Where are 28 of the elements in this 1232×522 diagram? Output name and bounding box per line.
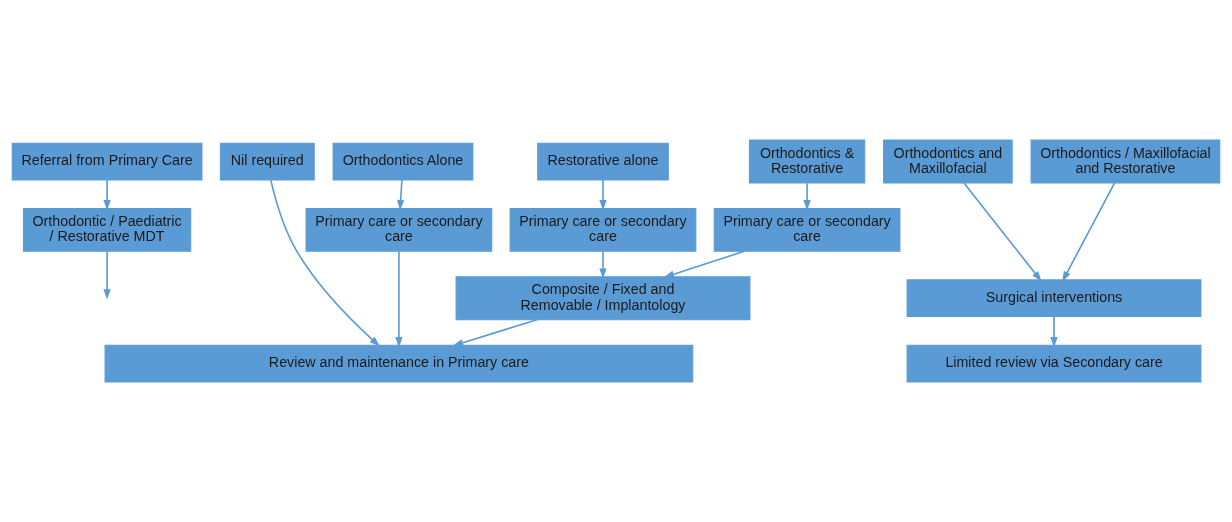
arrow (270, 179, 380, 347)
node-box: Orthodontics Alone (332, 142, 474, 181)
arrow (103, 250, 111, 300)
node-box: Primary care or secondary care (305, 207, 493, 252)
arrow (963, 182, 1042, 282)
node-box: Orthodontics & Restorative (748, 139, 866, 184)
arrow (1050, 316, 1058, 348)
node-box: Orthodontics / Maxillofacial and Restorative (1030, 139, 1221, 184)
arrow (103, 179, 111, 211)
arrow (395, 250, 403, 348)
node-box: Surgical interventions (906, 279, 1202, 318)
node-box: Restorative alone (537, 142, 669, 181)
arrow (803, 182, 811, 211)
node-box: Orthodontic / Paediatric / Restorative MDT (22, 207, 192, 252)
node-box: Primary care or secondary care (509, 207, 697, 252)
arrow (452, 318, 538, 347)
node-box: Limited review via Secondary care (906, 344, 1202, 383)
node-box: Orthodontics and Maxillofacial (883, 139, 1013, 184)
node-box: Composite / Fixed and Removable / Implantology (455, 276, 751, 321)
arrow (663, 250, 745, 278)
node-box: Review and maintenance in Primary care (104, 344, 694, 383)
node-box: Nil required (219, 142, 315, 181)
node-box: Referral from Primary Care (11, 142, 203, 181)
arrow (599, 179, 607, 211)
arrow (397, 179, 405, 211)
arrow (599, 250, 607, 279)
node-box: Primary care or secondary care (713, 207, 901, 252)
arrow (1062, 182, 1116, 282)
